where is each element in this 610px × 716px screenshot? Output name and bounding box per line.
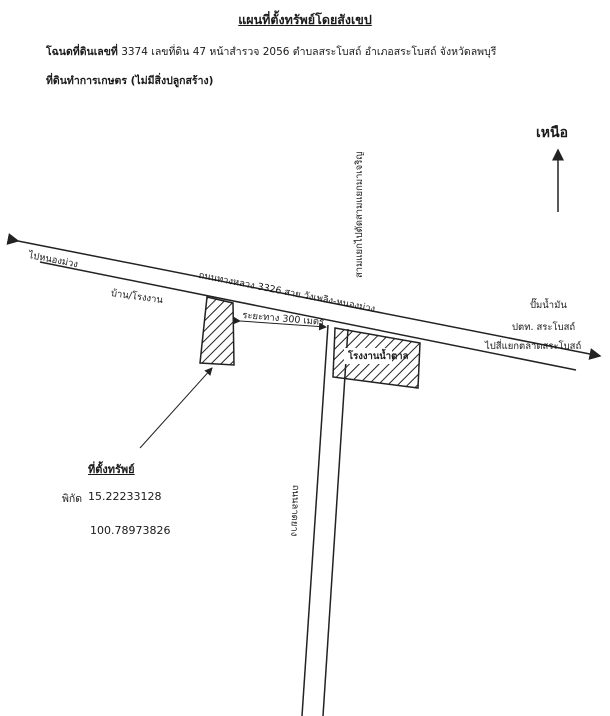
distance-arrow xyxy=(232,316,327,331)
side-road-bottom-label: ถนนลาดยาง xyxy=(288,484,302,537)
to-market-label: ไปสี่แยกตลาดสระโบสถ์ xyxy=(485,341,582,352)
side-road-right-edge xyxy=(322,328,349,716)
property-pointer-line xyxy=(139,367,213,449)
longitude-value: 100.78973826 xyxy=(90,524,171,537)
page-title: แผนที่ตั้งทรัพย์โดยสังเขป xyxy=(238,12,372,27)
main-road-bottom-edge xyxy=(39,261,577,371)
property-parcel xyxy=(199,296,235,366)
latitude-value: 15.22233128 xyxy=(88,490,162,503)
sugar-mill-label-box xyxy=(344,348,392,364)
gas-station-label: ปั๊มน้ำมัน xyxy=(530,300,567,311)
deed-details: 3374 เลขที่ดิน 47 หน้าสำรวจ 2056 ตำบลสระ… xyxy=(121,46,497,58)
property-location-title: ที่ตั้งทรัพย์ xyxy=(88,463,135,476)
sugar-mill-label: โรงงานน้ำตาล xyxy=(348,351,409,362)
land-use-line: ที่ดินทำการเกษตร (ไม่มีสิ่งปลูกสร้าง) xyxy=(46,75,214,87)
ptt-label: ปตท. สระโบสถ์ xyxy=(512,322,576,333)
deed-label: โฉนดที่ดินเลขที่ xyxy=(46,46,118,58)
coordinate-label: พิกัด xyxy=(62,493,83,505)
north-label: เหนือ xyxy=(536,125,568,141)
main-road-top-edge xyxy=(6,233,602,360)
deed-info-line: โฉนดที่ดินเลขที่ 3374 เลขที่ดิน 47 หน้าส… xyxy=(46,43,496,60)
side-road-left-edge xyxy=(301,324,329,716)
side-road-top-label: สามแยกไปตัดสามแยกมาเจริญ xyxy=(354,151,365,278)
